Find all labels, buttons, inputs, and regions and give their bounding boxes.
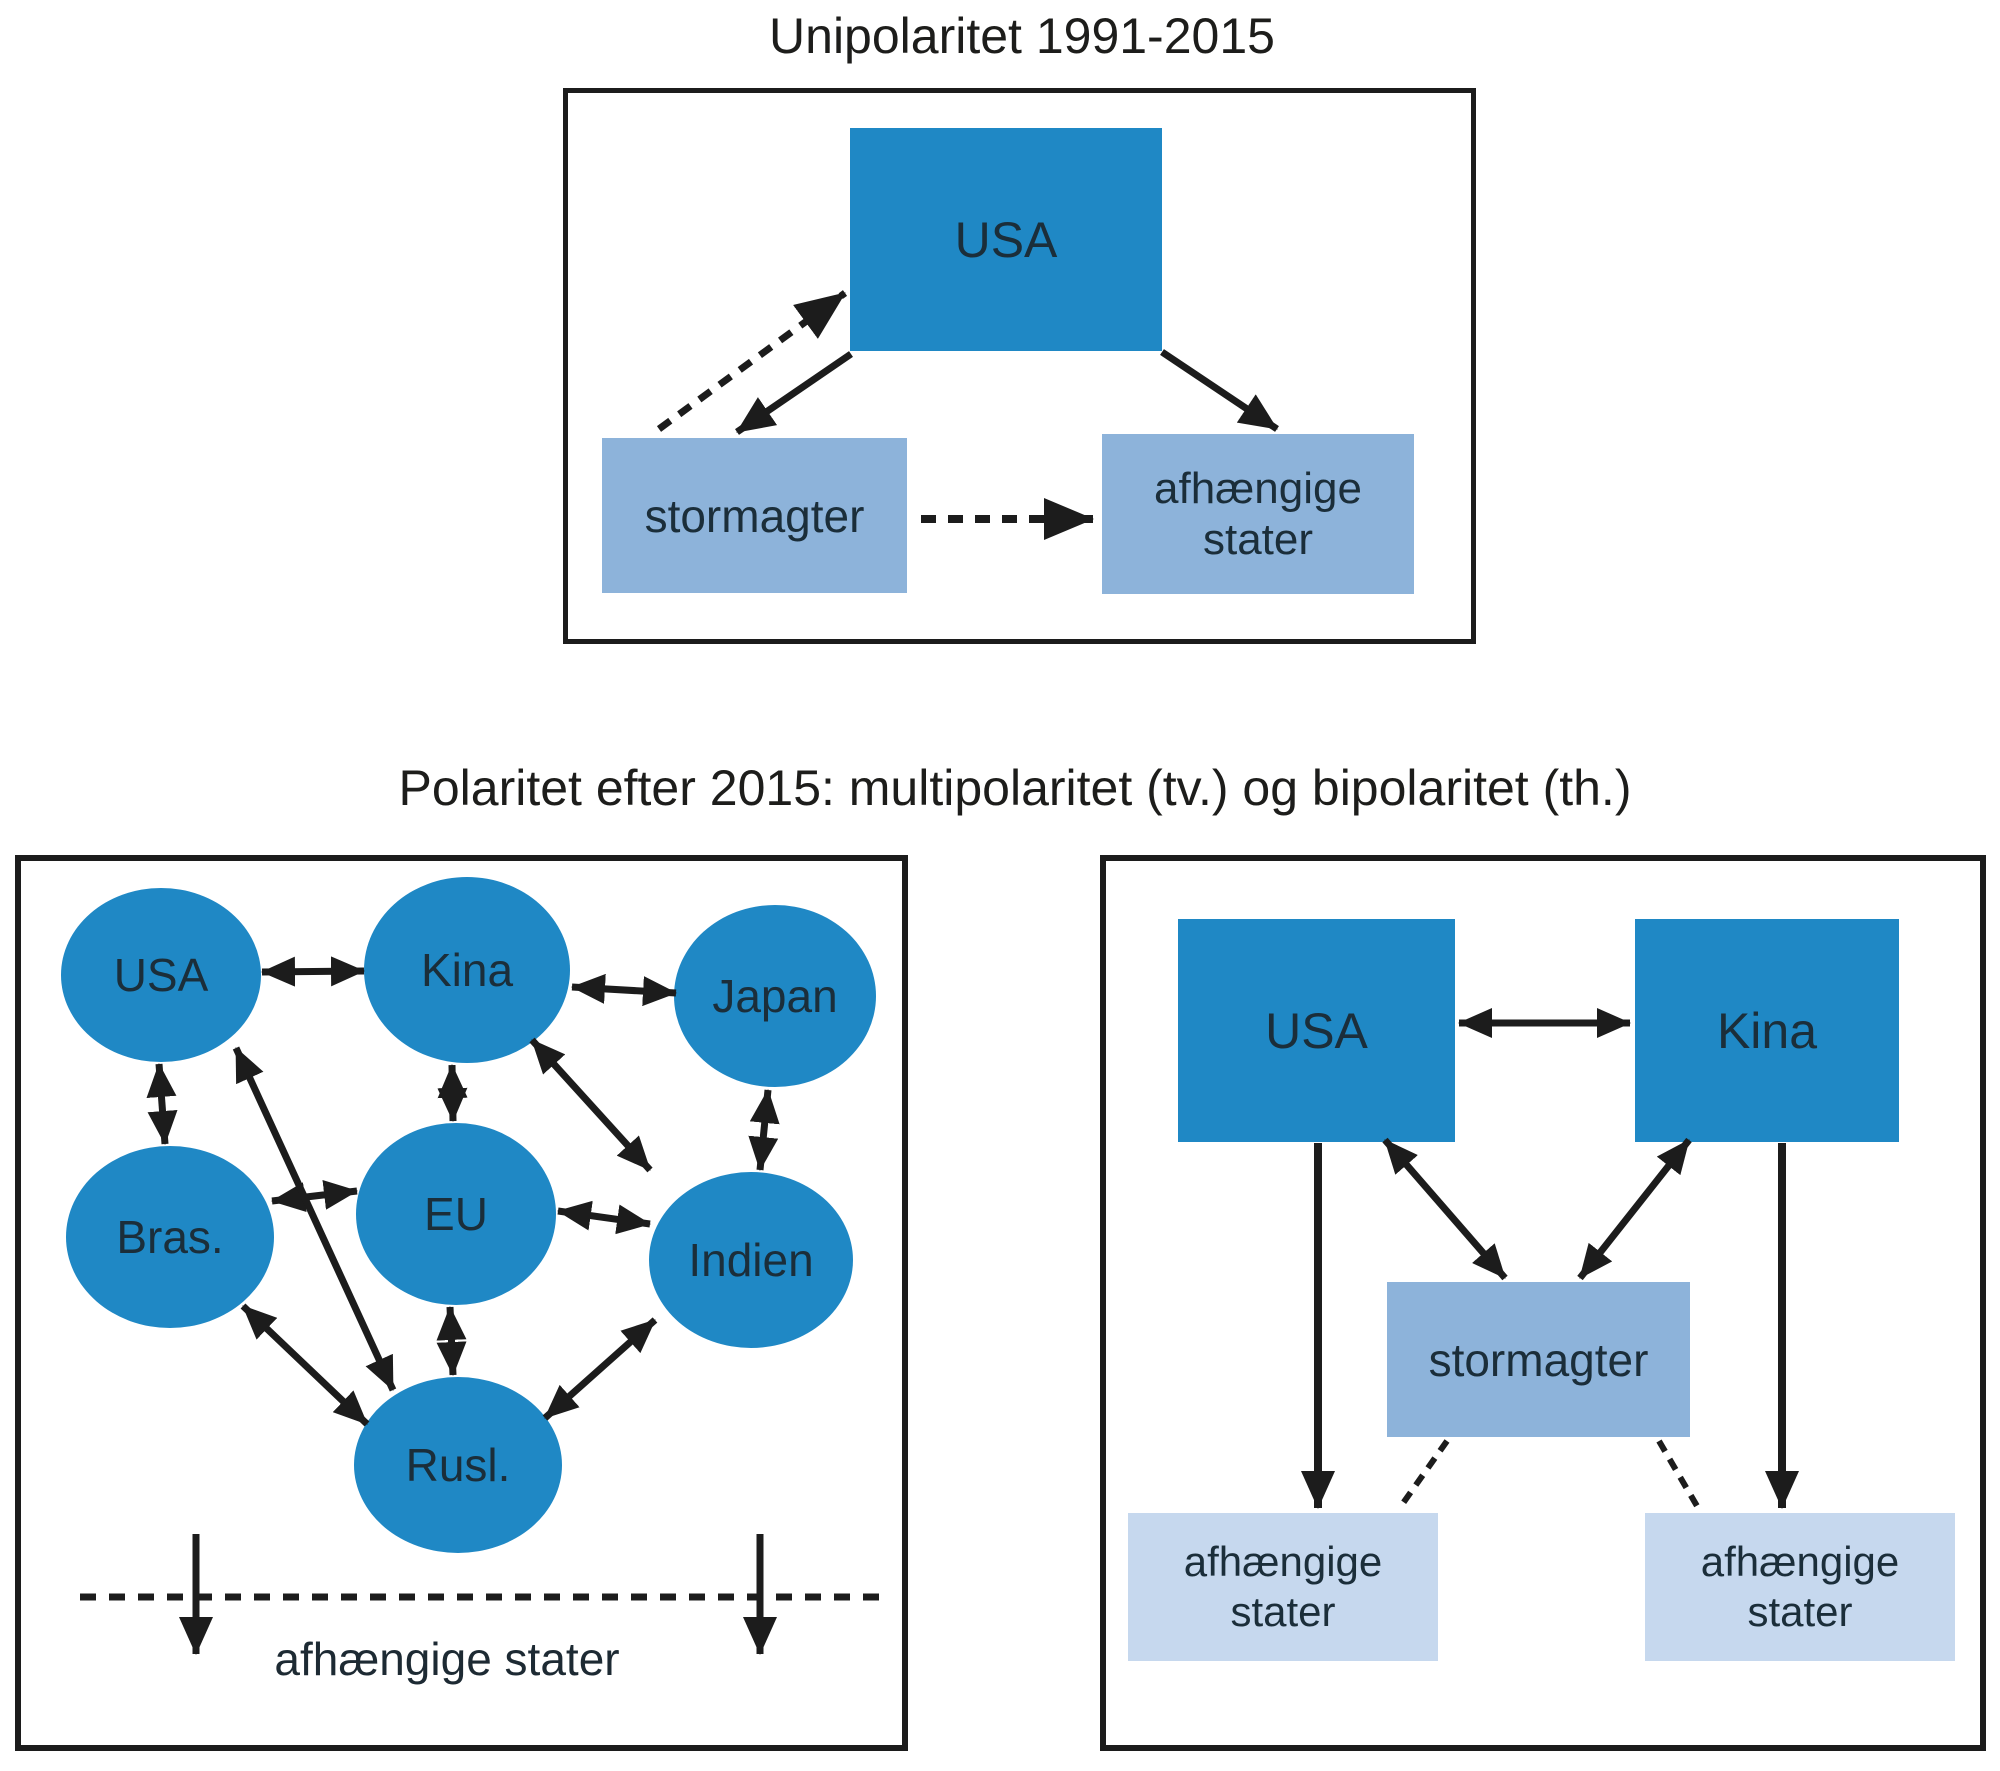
node-japan-multi: Japan [674, 905, 876, 1087]
node-eu-multi-label: EU [424, 1188, 488, 1240]
node-kina-multi-label: Kina [420, 944, 514, 996]
node-rusl-multi: Rusl. [354, 1377, 562, 1553]
node-eu-multi: EU [356, 1123, 556, 1305]
multipolarity-frame [15, 855, 908, 1751]
node-kina-bi-label: Kina [1716, 1002, 1818, 1059]
node-kina-multi: Kina [364, 877, 570, 1063]
node-afhaengige-bi-left: afhængige stater [1128, 1513, 1438, 1661]
node-stormagter-unipolar: stormagter [602, 438, 907, 593]
node-bras-multi: Bras. [66, 1146, 274, 1328]
node-rusl-multi-label: Rusl. [405, 1439, 511, 1491]
node-afhaengige-bi-right-label: afhængige stater [1700, 1538, 1900, 1635]
post2015-title: Polaritet efter 2015: multipolaritet (tv… [398, 760, 1632, 816]
node-japan-multi-label: Japan [712, 970, 838, 1022]
node-usa-unipolar-label: USA [954, 211, 1058, 268]
node-usa-multi-label: USA [113, 949, 209, 1001]
node-afhaengige-bi-right: afhængige stater [1645, 1513, 1955, 1661]
node-usa-multi: USA [61, 888, 261, 1062]
node-stormagter-bi: stormagter [1387, 1282, 1690, 1437]
node-usa-unipolar: USA [850, 128, 1162, 351]
node-usa-bi-label: USA [1265, 1002, 1368, 1059]
unipolarity-frame [563, 88, 1476, 644]
dependent-states-caption: afhængige stater [274, 1633, 620, 1685]
node-afhaengige-unipolar: afhængige stater [1102, 434, 1414, 594]
node-afhaengige-bi-left-label: afhængige stater [1183, 1538, 1383, 1635]
node-bras-multi-label: Bras. [116, 1211, 224, 1263]
node-kina-bi: Kina [1635, 919, 1899, 1142]
node-indien-multi: Indien [649, 1172, 853, 1348]
node-indien-multi-label: Indien [688, 1234, 814, 1286]
node-stormagter-bi-label: stormagter [1428, 1333, 1649, 1386]
unipolarity-title: Unipolaritet 1991-2015 [769, 8, 1275, 64]
node-stormagter-unipolar-label: stormagter [644, 489, 865, 542]
bipolarity-frame [1100, 855, 1986, 1751]
node-afhaengige-unipolar-label: afhængige stater [1154, 463, 1362, 564]
node-usa-bi: USA [1178, 919, 1455, 1142]
